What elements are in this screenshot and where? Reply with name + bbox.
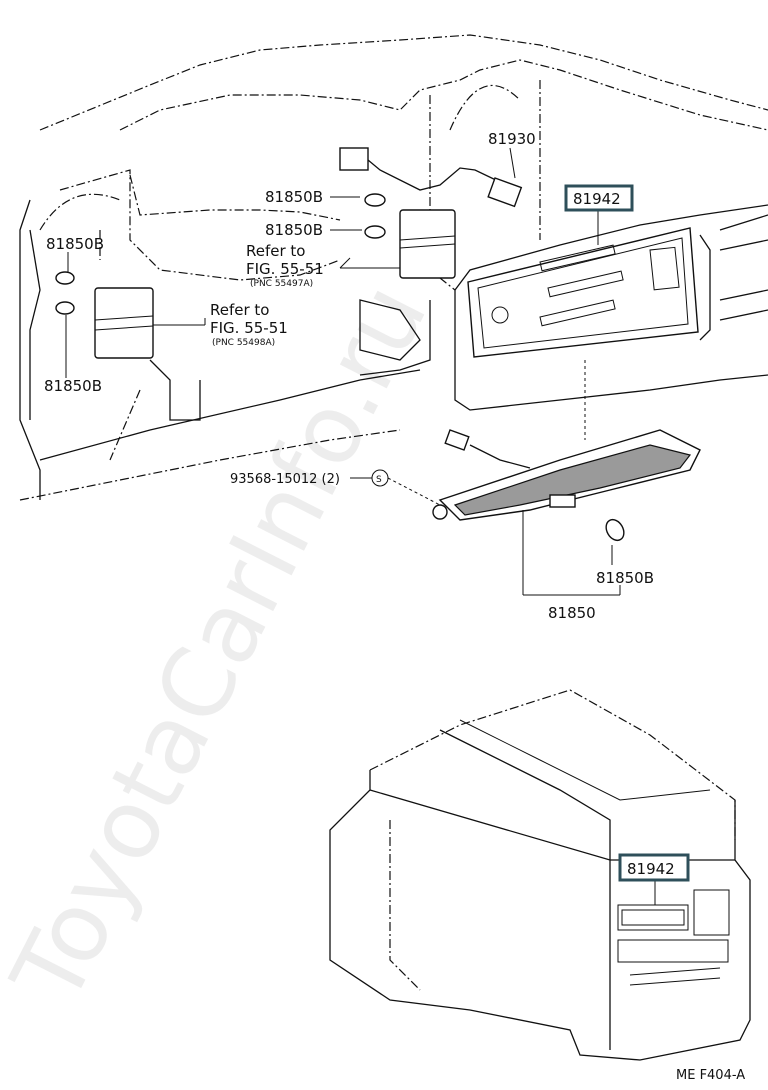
label-81942-bottom: 81942	[627, 860, 675, 878]
footer-code: ME F404-A	[676, 1068, 745, 1083]
highlight-81942-top	[564, 184, 634, 212]
label-81850b-a: 81850B	[265, 188, 323, 206]
ref2-pnc: (PNC 55498A)	[212, 338, 275, 348]
ref1-pnc: (PNC 55497A)	[250, 279, 313, 289]
switch-block-right	[399, 209, 456, 279]
screw-symbol: S	[376, 475, 382, 485]
label-81850b-c: 81850B	[46, 235, 104, 253]
ref2-line2: FIG. 55-51	[210, 319, 288, 337]
switch-block-left	[94, 287, 154, 359]
bulb-group	[55, 193, 625, 542]
label-screw: 93568-15012 (2)	[230, 472, 340, 487]
center-console	[329, 689, 751, 1061]
control-panel-81942	[467, 227, 699, 358]
label-81930: 81930	[488, 130, 536, 148]
ref1-line1: Refer to	[246, 242, 305, 260]
screw-symbol-circle	[371, 469, 389, 487]
wire-harness-81930	[339, 147, 523, 208]
leader-lines	[65, 147, 621, 596]
ref2-line1: Refer to	[210, 301, 269, 319]
label-81942-top: 81942	[573, 190, 621, 208]
label-81850b-d: 81850B	[44, 377, 102, 395]
highlight-81942-bottom	[618, 853, 690, 882]
dashboard-outline	[19, 34, 768, 501]
label-81850b-e: 81850B	[596, 569, 654, 587]
lamp-unit-81850	[432, 429, 701, 521]
ref1-line2: FIG. 55-51	[246, 260, 324, 278]
label-81850: 81850	[548, 604, 596, 622]
label-81850b-b: 81850B	[265, 221, 323, 239]
